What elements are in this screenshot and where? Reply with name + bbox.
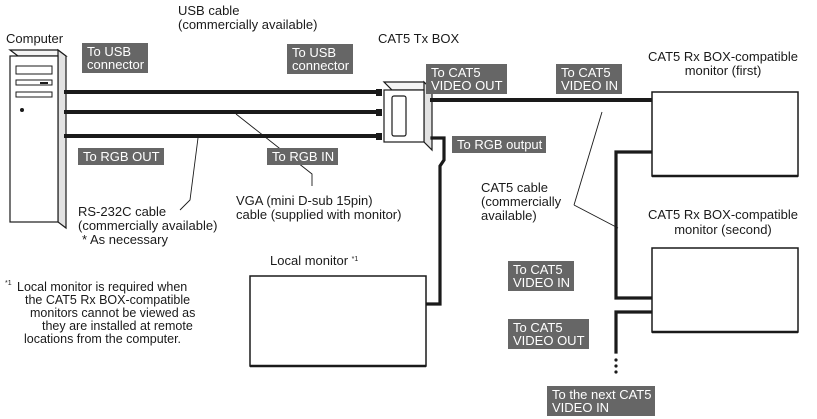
cat5-cable-second — [614, 150, 652, 300]
footnote-line: they are installed at remote — [42, 319, 193, 333]
rx-first-sub: monitor (first) — [684, 63, 762, 78]
tag-line: VIDEO OUT — [431, 78, 503, 93]
vga-cable-local — [424, 136, 446, 306]
tag-to-rgb-in: To RGB IN — [267, 148, 339, 165]
rs232c-necessity: * As necessary — [82, 232, 168, 247]
local-monitor-label: Local monitor *1 — [270, 254, 358, 268]
tag-line: VIDEO IN — [561, 78, 619, 93]
computer-label: Computer — [6, 31, 64, 46]
leader-lines — [179, 111, 619, 229]
tag-line: To the next CAT5 — [552, 387, 652, 402]
tag-line: connector — [87, 57, 145, 72]
tag-to-rgb-out: To RGB OUT — [78, 148, 164, 165]
tx-box-label: CAT5 Tx BOX — [378, 31, 460, 46]
rs232c-label: RS-232C cable — [78, 204, 167, 219]
tag-line: VIDEO IN — [552, 400, 610, 415]
cat5-cable-label: CAT5 cable — [481, 180, 548, 195]
local-monitor-text: Local monitor — [270, 253, 349, 268]
tag-line: To USB — [87, 44, 132, 59]
usb-cable-label: USB cable — [178, 3, 240, 18]
monitor-first-icon — [651, 91, 799, 178]
rx-second-label: CAT5 Rx BOX-compatible — [647, 207, 799, 222]
tag-line: To CAT5 — [513, 262, 563, 277]
cat5-cable-next — [614, 310, 652, 354]
tag-line: To CAT5 — [431, 65, 481, 80]
cat5-tx-box-icon — [382, 80, 434, 152]
cat5-cable-note-2: available) — [481, 208, 537, 223]
tag-line: VIDEO IN — [513, 275, 571, 290]
tag-line: To CAT5 — [561, 65, 611, 80]
tag-line: connector — [292, 58, 350, 73]
rs232c-note: (commercially available) — [78, 218, 218, 233]
computer-tower-icon — [8, 48, 68, 230]
rx-first-label: CAT5 Rx BOX-compatible — [647, 49, 799, 64]
tag-to-rgb-output: To RGB output — [452, 136, 547, 153]
vga-cable-note: cable (supplied with monitor) — [236, 207, 402, 222]
footnote-line: monitors cannot be viewed as — [30, 306, 196, 320]
local-monitor-footnote-mark: *1 — [351, 256, 359, 263]
footnote-line: Local monitor is required when — [17, 280, 188, 294]
continuation-dots — [614, 358, 618, 374]
monitor-local-icon — [249, 275, 427, 368]
monitor-second-icon — [651, 247, 799, 334]
usb-cable-note: (commercially available) — [178, 17, 318, 32]
tag-line: To CAT5 — [513, 320, 563, 335]
cables — [64, 89, 654, 354]
tag-line: To USB — [292, 45, 337, 60]
rx-second-sub: monitor (second) — [674, 222, 772, 237]
cat5-cable-note: (commercially — [481, 194, 562, 209]
footnote-line: the CAT5 Rx BOX-compatible — [25, 293, 191, 307]
footnote-line: locations from the computer. — [24, 332, 182, 346]
vga-cable-label: VGA (mini D-sub 15pin) — [236, 193, 373, 208]
footnote-mark: *1 — [5, 280, 12, 287]
tag-line: VIDEO OUT — [513, 333, 585, 348]
